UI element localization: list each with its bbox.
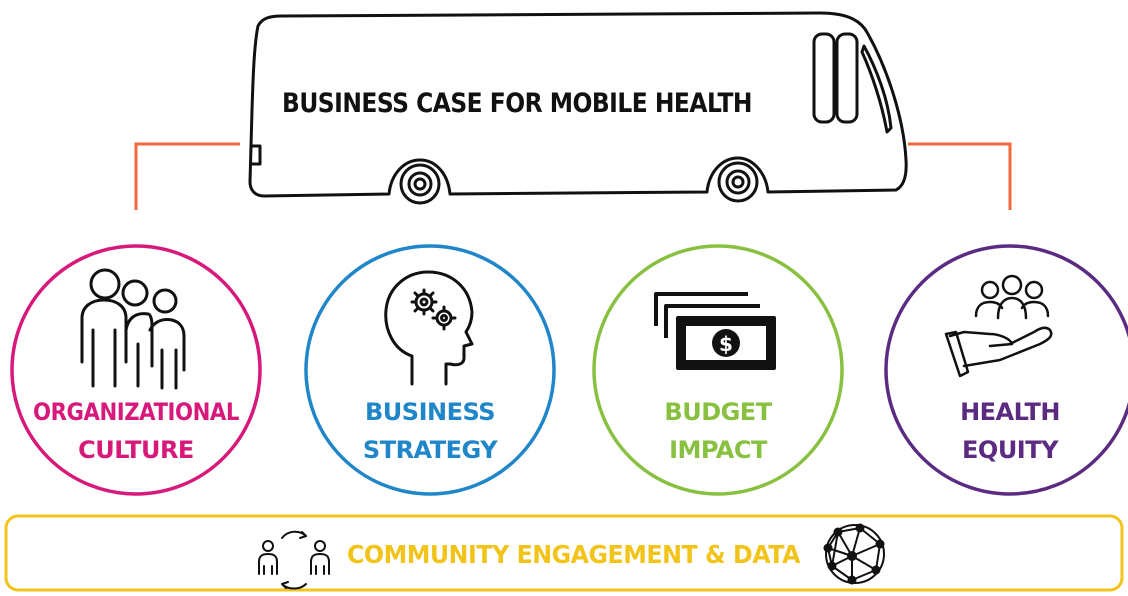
bus-body bbox=[248, 11, 908, 198]
svg-text:$: $ bbox=[719, 332, 733, 356]
head-gears-icon bbox=[384, 270, 474, 386]
banner-title: COMMUNITY ENGAGEMENT & DATA bbox=[347, 540, 801, 569]
bus-door-panel-2 bbox=[835, 32, 859, 124]
bus-wheel-rear bbox=[399, 163, 441, 205]
bus-door-panel-1 bbox=[812, 32, 836, 124]
pillar-label-line2: EQUITY bbox=[962, 436, 1059, 464]
bus-wheel-front bbox=[717, 161, 759, 203]
pillar-health-equity: HEALTH EQUITY bbox=[884, 244, 1128, 496]
pillar-label-line1: ORGANIZATIONAL bbox=[33, 398, 239, 426]
pillar-organizational-culture: ORGANIZATIONAL CULTURE bbox=[10, 244, 262, 496]
pillar-circle bbox=[10, 244, 262, 496]
pillar-label-line2: STRATEGY bbox=[363, 436, 498, 464]
bus-windshield bbox=[860, 44, 893, 134]
pillar-label-line2: CULTURE bbox=[78, 436, 194, 464]
pillar-label-line2: IMPACT bbox=[669, 436, 768, 464]
connector-left bbox=[134, 142, 240, 210]
bus-illustration bbox=[248, 11, 908, 205]
pillar-budget-impact: $ BUDGET IMPACT bbox=[592, 244, 844, 496]
connector-lines bbox=[134, 142, 1012, 210]
pillar-circle bbox=[884, 244, 1128, 496]
diagram-title: BUSINESS CASE FOR MOBILE HEALTH bbox=[282, 88, 752, 119]
pillar-business-strategy: BUSINESS STRATEGY bbox=[304, 244, 556, 496]
network-icon bbox=[823, 523, 885, 585]
pillar-circle bbox=[304, 244, 556, 496]
connector-right bbox=[908, 142, 1012, 210]
bus-rear-light bbox=[249, 144, 262, 166]
people-exchange-icon bbox=[258, 530, 330, 590]
money-stack-icon: $ bbox=[654, 292, 776, 370]
pillar-label-line1: HEALTH bbox=[960, 398, 1060, 426]
banner-frame bbox=[4, 514, 1124, 592]
community-banner: COMMUNITY ENGAGEMENT & DATA bbox=[4, 514, 1124, 592]
people-group-icon bbox=[80, 268, 186, 390]
pillar-circle bbox=[592, 244, 844, 496]
hand-people-icon bbox=[944, 274, 1053, 378]
pillar-label-line1: BUDGET bbox=[664, 398, 772, 426]
pillar-label-line1: BUSINESS bbox=[365, 398, 495, 426]
